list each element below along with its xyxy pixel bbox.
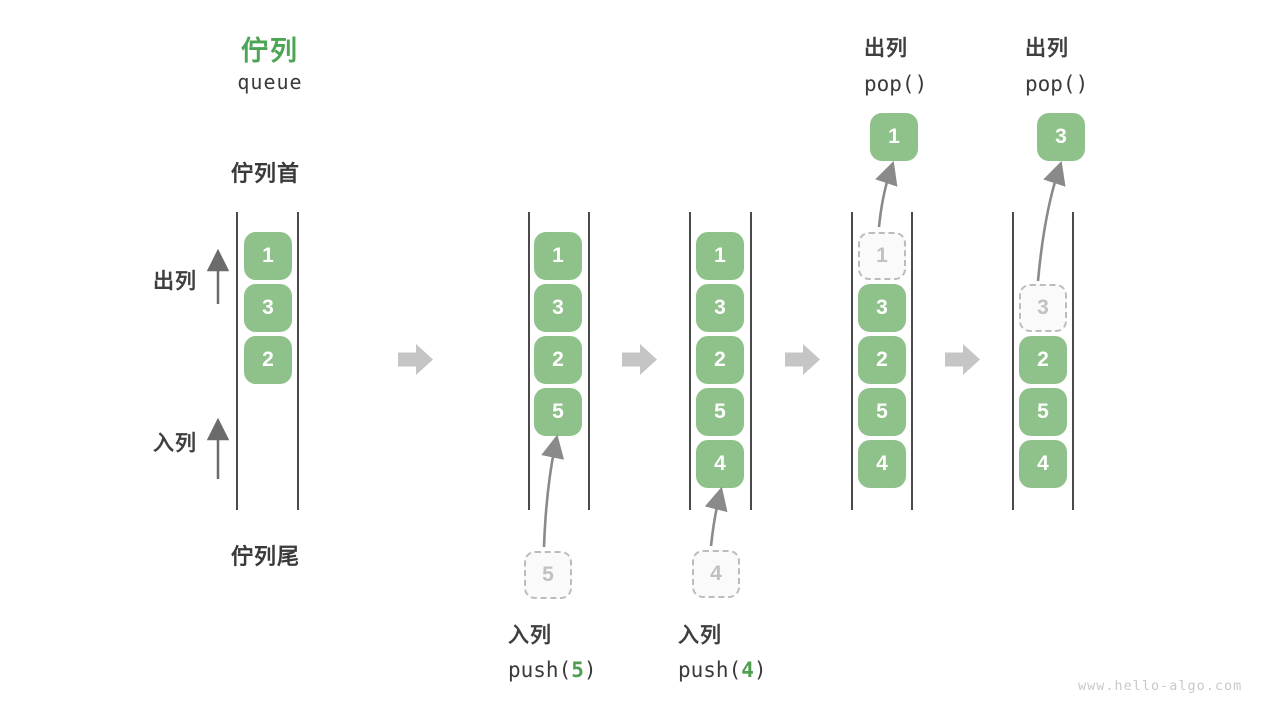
- push-arrow-icon: [541, 434, 565, 548]
- queue-wall: [750, 212, 752, 510]
- queue-cell: 4: [1019, 440, 1067, 488]
- queue-wall: [911, 212, 913, 510]
- pop-op-1-code: pop(): [864, 72, 928, 96]
- push-op-2-code: push(4): [678, 658, 767, 682]
- pop-op-2-label: 出列: [1025, 37, 1069, 60]
- dequeue-side-label: 出列: [153, 270, 197, 293]
- enqueue-side-label: 入列: [153, 432, 197, 455]
- queue-wall: [588, 212, 590, 510]
- pop-op-1-label: 出列: [864, 37, 908, 60]
- queue-cell: 3: [696, 284, 744, 332]
- popped-ghost-cell: 3: [1019, 284, 1067, 332]
- queue-cell: 5: [1019, 388, 1067, 436]
- queue-wall: [297, 212, 299, 510]
- queue-cell: 2: [858, 336, 906, 384]
- queue-cell: 3: [534, 284, 582, 332]
- queue-cell: 1: [696, 232, 744, 280]
- pop-op-1: 出列 pop(): [864, 32, 927, 96]
- incoming-cell: 5: [524, 551, 572, 599]
- queue-cell: 5: [858, 388, 906, 436]
- queue-wall: [689, 212, 691, 510]
- queue-rear-label: 佇列尾: [231, 544, 301, 569]
- queue-cell: 3: [858, 284, 906, 332]
- push-arrow-icon: [704, 486, 728, 547]
- queue-cell: 1: [244, 232, 292, 280]
- popped-result-cell: 3: [1037, 113, 1085, 161]
- queue-cell: 2: [244, 336, 292, 384]
- push-op-1-label: 入列: [508, 624, 552, 647]
- pop-arrow-icon: [875, 160, 898, 228]
- queue-front-label: 佇列首: [231, 161, 301, 186]
- pop-arrow-icon: [1036, 160, 1066, 282]
- incoming-cell: 4: [692, 550, 740, 598]
- queue-cell: 5: [696, 388, 744, 436]
- queue-wall: [528, 212, 530, 510]
- queue-cell: 4: [858, 440, 906, 488]
- queue-cell: 2: [696, 336, 744, 384]
- push-arg: 5: [571, 658, 584, 682]
- queue-cell: 5: [534, 388, 582, 436]
- queue-wall: [1072, 212, 1074, 510]
- push-op-2-label: 入列: [678, 624, 722, 647]
- watermark: www.hello-algo.com: [1078, 678, 1243, 694]
- push-arg: 4: [741, 658, 754, 682]
- queue-cell: 4: [696, 440, 744, 488]
- queue-cell: 1: [534, 232, 582, 280]
- push-op-2: 入列 push(4): [678, 619, 767, 682]
- queue-cell: 3: [244, 284, 292, 332]
- queue-cell: 2: [1019, 336, 1067, 384]
- diagram-title-zh: 佇列: [241, 36, 299, 66]
- flow-arrow-icon: [785, 344, 820, 375]
- queue-cell: 2: [534, 336, 582, 384]
- popped-ghost-cell: 1: [858, 232, 906, 280]
- popped-result-cell: 1: [870, 113, 918, 161]
- queue-wall: [236, 212, 238, 510]
- flow-arrow-icon: [945, 344, 980, 375]
- pop-op-2: 出列 pop(): [1025, 32, 1088, 96]
- diagram-title-en: queue: [237, 70, 303, 94]
- flow-arrow-icon: [622, 344, 657, 375]
- queue-wall: [851, 212, 853, 510]
- push-op-1-code: push(5): [508, 658, 597, 682]
- pop-op-2-code: pop(): [1025, 72, 1089, 96]
- flow-arrow-icon: [398, 344, 433, 375]
- queue-wall: [1012, 212, 1014, 510]
- push-op-1: 入列 push(5): [508, 619, 597, 682]
